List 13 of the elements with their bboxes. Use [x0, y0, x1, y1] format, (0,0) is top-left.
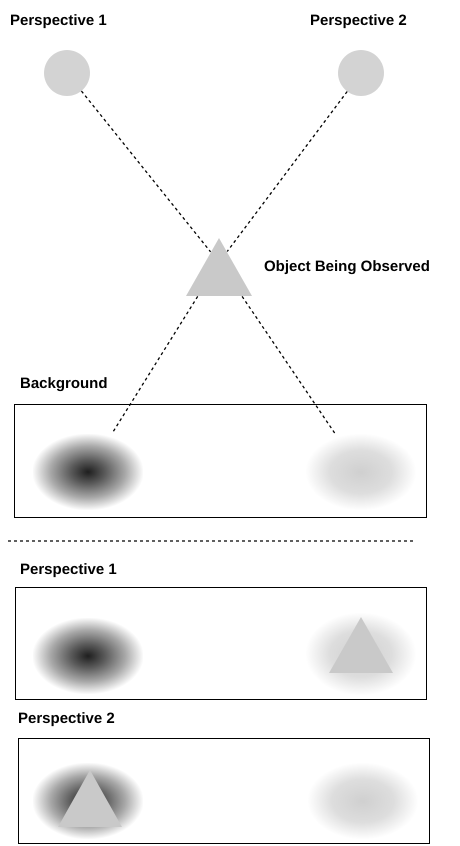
sight-line — [80, 90, 212, 252]
sight-line — [242, 296, 336, 434]
node-label: Perspective 1 — [10, 11, 107, 31]
frame-box — [15, 587, 427, 700]
sight-line — [226, 91, 348, 252]
frame-box — [18, 738, 430, 844]
sight-line — [111, 296, 198, 434]
node-label: Perspective 2 — [310, 11, 407, 31]
node-label: Perspective 1 — [20, 560, 117, 580]
frame-box — [14, 404, 427, 518]
node-label: Perspective 2 — [18, 709, 115, 729]
node-label: Background — [20, 374, 108, 394]
node-label: Object Being Observed — [264, 257, 430, 277]
